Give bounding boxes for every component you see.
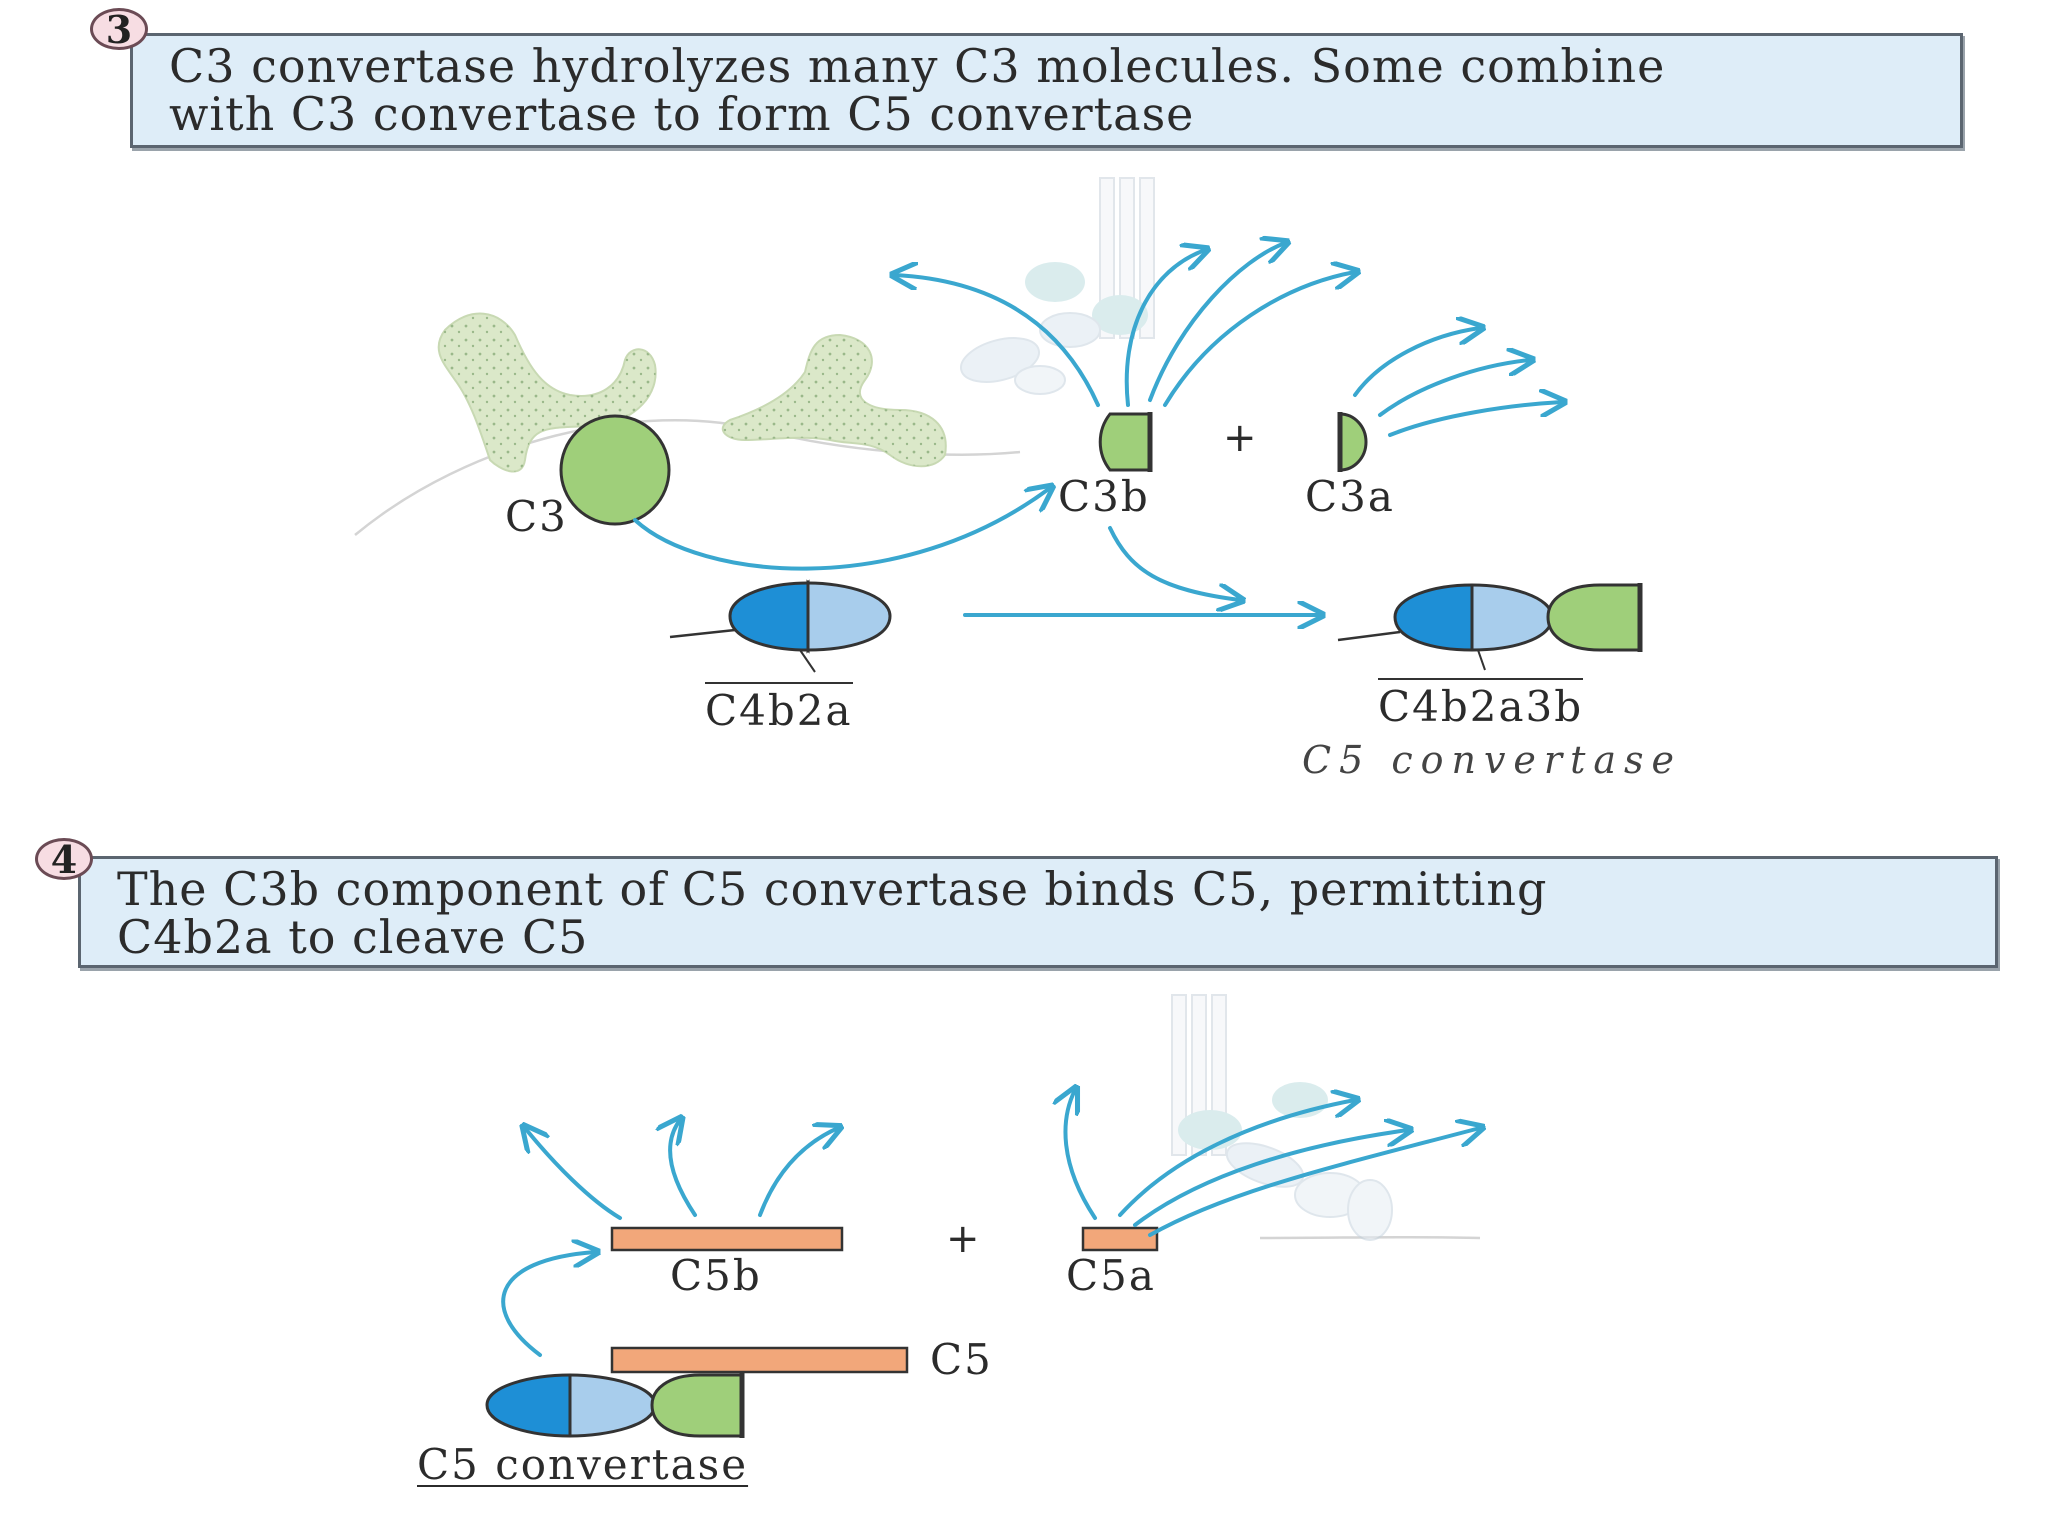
c3b-label: C3b [1058, 472, 1150, 521]
c5b-fragment [610, 1226, 844, 1252]
c3a-label: C3a [1305, 472, 1395, 521]
c5-molecule [610, 1346, 909, 1374]
c4b2a3b-label: C4b2a3b [1378, 678, 1584, 731]
c5-convertase-complex [485, 1372, 745, 1438]
c5a-label: C5a [1066, 1251, 1156, 1300]
step4-line1: The C3b component of C5 convertase binds… [117, 862, 1548, 916]
c5b-label: C5b [670, 1251, 762, 1300]
step4-line2: C4b2a to cleave C5 [117, 910, 589, 964]
step3-number-badge: 3 [90, 8, 148, 50]
step3-line1: C3 convertase hydrolyzes many C3 molecul… [169, 39, 1666, 93]
c3a-molecule [1338, 412, 1368, 472]
c4b2a-label: C4b2a [705, 682, 853, 735]
panel4-arrows [501, 1090, 1480, 1357]
faded-antibody-receptor [960, 177, 1155, 395]
c4b2a3b-complex [1337, 583, 1643, 671]
plus-sign-step3: + [1223, 415, 1259, 461]
plus-sign-step4: + [946, 1216, 982, 1262]
step3-caption-box: C3 convertase hydrolyzes many C3 molecul… [130, 33, 1963, 148]
c4b2a-complex [669, 579, 892, 673]
c5-convertase-italic-label: C5 convertase [1302, 738, 1683, 782]
c5-convertase-label: C5 convertase [417, 1440, 749, 1489]
c3b-molecule [1098, 412, 1152, 472]
bacterium-shape [437, 312, 947, 473]
step4-number-badge: 4 [35, 838, 93, 880]
c5a-fragment [1081, 1226, 1159, 1252]
panel3-arrows [633, 243, 1562, 615]
c3-molecule [559, 414, 671, 526]
c3-label: C3 [505, 492, 568, 541]
step4-caption-box: The C3b component of C5 convertase binds… [78, 856, 1998, 968]
step3-line2: with C3 convertase to form C5 convertase [169, 87, 1195, 141]
c5-label: C5 [930, 1335, 993, 1384]
